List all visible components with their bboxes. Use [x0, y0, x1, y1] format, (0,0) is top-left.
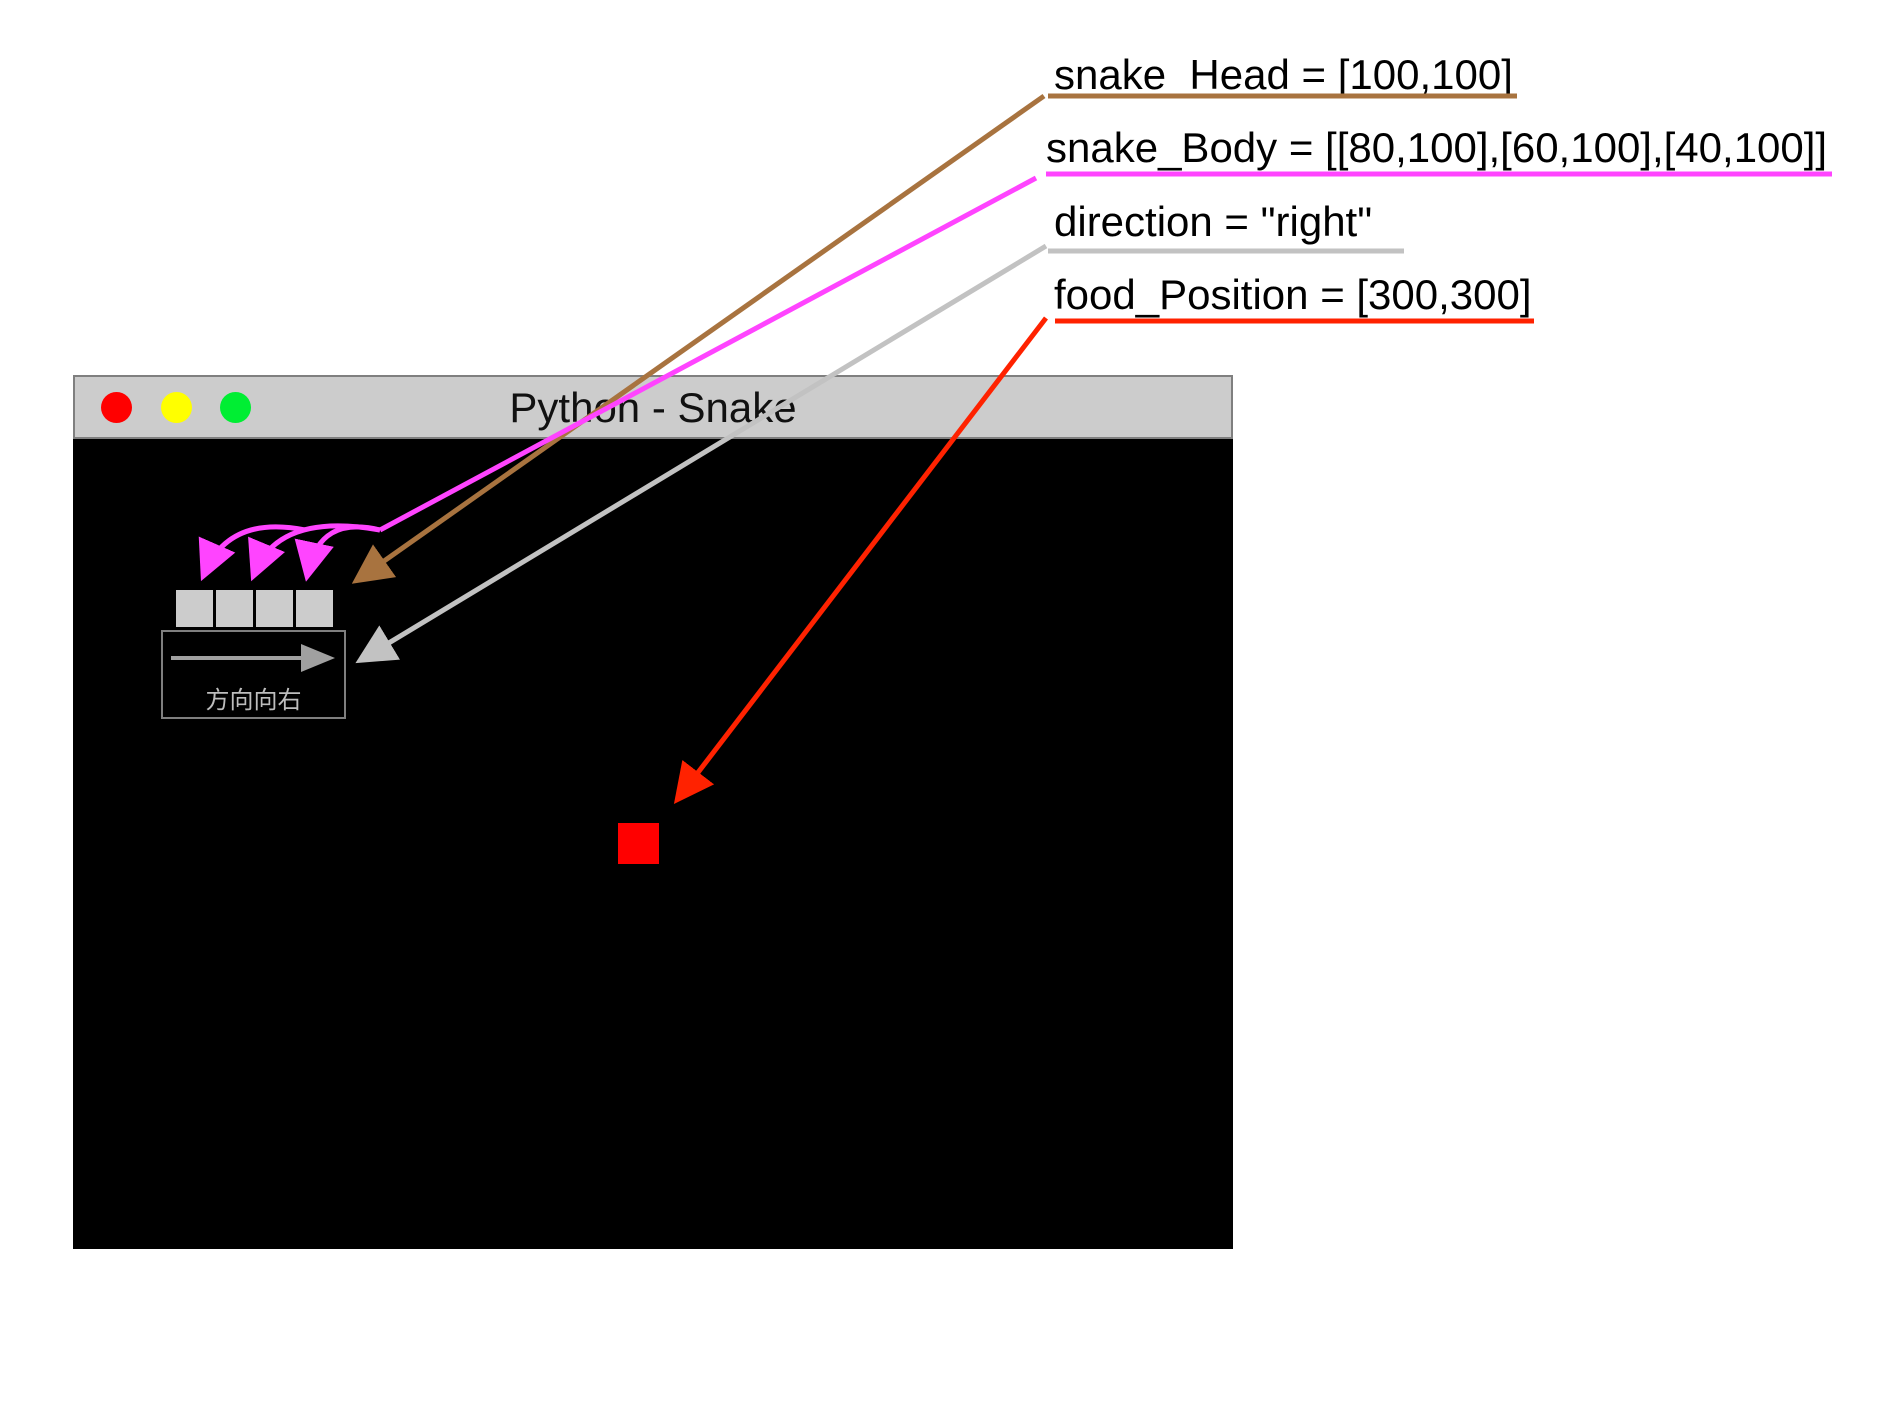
body-curve-arrow-3	[198, 524, 306, 582]
connector-food-arrow	[673, 316, 1048, 804]
snake-body-segment-2	[216, 590, 253, 627]
direction-box: 方向向右	[161, 630, 346, 719]
minimize-button[interactable]	[161, 392, 192, 423]
food-item	[618, 823, 659, 864]
maximize-button[interactable]	[220, 392, 251, 423]
connector-direction-arrow	[355, 243, 1048, 664]
snake-body-segment-1	[256, 590, 293, 627]
game-window: Python - Snake 方向向右	[73, 375, 1233, 1249]
snake-body-segment-3	[176, 590, 213, 627]
body-curve-arrow-1	[294, 524, 381, 582]
annotation-body-label: snake_Body = [[80,100],[60,100],[40,100]…	[1046, 124, 1828, 171]
body-curve-arrow-2	[248, 523, 381, 582]
annotation-direction-label: direction = "right"	[1054, 198, 1373, 245]
close-button[interactable]	[101, 392, 132, 423]
snake-head-segment	[296, 590, 333, 627]
connector-body-line	[378, 175, 1038, 533]
direction-arrow-icon	[171, 644, 335, 672]
direction-label: 方向向右	[205, 686, 302, 714]
annotation-head-label: snake_Head = [100,100]	[1054, 51, 1513, 98]
connector-head-arrow	[351, 93, 1046, 584]
annotation-food-label: food_Position = [300,300]	[1054, 271, 1532, 318]
